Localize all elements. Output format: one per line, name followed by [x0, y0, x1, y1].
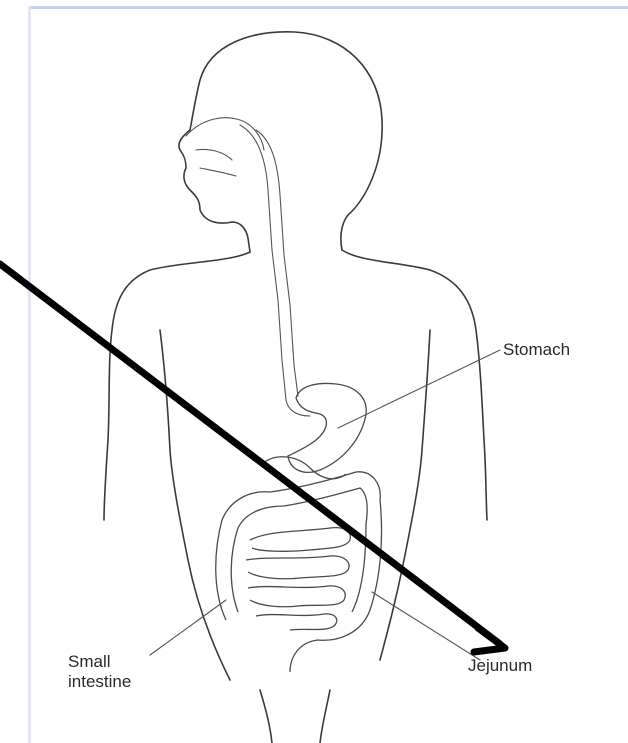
- inner-arm-left: [160, 330, 230, 680]
- small-intestine-label-line2: intestine: [68, 672, 131, 692]
- stomach-organ: [288, 383, 366, 472]
- nasal-cavity: [186, 118, 264, 176]
- overlay-arrow-shaft: [0, 264, 500, 644]
- stomach-leader-line: [338, 350, 500, 428]
- small-intestine-label-line1: Small: [68, 652, 131, 672]
- small-intestine-label: Small intestine: [68, 652, 131, 692]
- legs: [260, 690, 330, 743]
- jejunum-label: Jejunum: [468, 656, 532, 676]
- head-outline: [179, 32, 382, 252]
- inner-arm-right: [380, 330, 430, 660]
- torso-left: [104, 252, 250, 520]
- small-intestine-coils: [246, 457, 350, 630]
- large-intestine: [216, 472, 382, 672]
- torso-right: [342, 250, 487, 520]
- esophagus: [240, 125, 310, 416]
- stomach-label: Stomach: [503, 340, 570, 360]
